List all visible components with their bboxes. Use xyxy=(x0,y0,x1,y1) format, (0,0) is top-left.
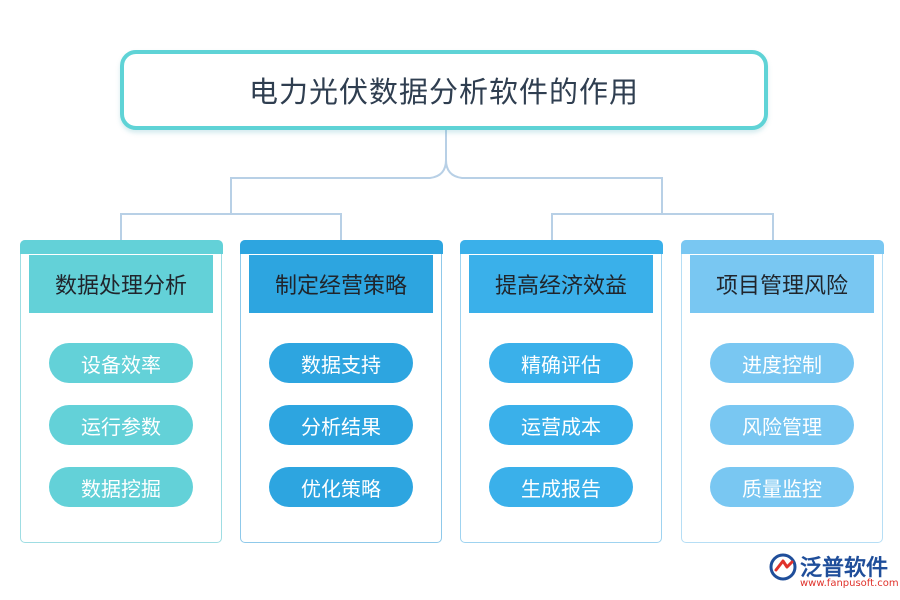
brand-logo-icon xyxy=(769,553,797,581)
column-business-strategy: 制定经营策略 数据支持 分析结果 优化策略 xyxy=(239,239,443,543)
item-pill: 运行参数 xyxy=(49,405,193,445)
column-accent-bar xyxy=(19,239,223,254)
column-data-processing: 数据处理分析 设备效率 运行参数 数据挖掘 xyxy=(19,239,223,543)
diagram-title: 电力光伏数据分析软件的作用 xyxy=(248,75,639,109)
column-accent-bar xyxy=(680,239,884,254)
item-pill: 精确评估 xyxy=(489,343,633,383)
item-pill: 数据支持 xyxy=(269,343,413,383)
brand-name: 泛普软件 xyxy=(800,556,889,581)
item-pill: 生成报告 xyxy=(489,467,633,507)
item-pill: 质量监控 xyxy=(710,467,854,507)
column-economic-benefit: 提高经济效益 精确评估 运营成本 生成报告 xyxy=(459,239,663,543)
title-box: 电力光伏数据分析软件的作用 xyxy=(120,50,768,130)
brand-url: www.fanpusoft.com xyxy=(800,578,899,589)
column-header: 制定经营策略 xyxy=(249,255,433,313)
item-pill: 数据挖掘 xyxy=(49,467,193,507)
column-accent-bar xyxy=(459,239,663,254)
column-header: 提高经济效益 xyxy=(469,255,653,313)
item-pill: 运营成本 xyxy=(489,405,633,445)
column-accent-bar xyxy=(239,239,443,254)
column-header: 数据处理分析 xyxy=(29,255,213,313)
item-pill: 进度控制 xyxy=(710,343,854,383)
item-pill: 设备效率 xyxy=(49,343,193,383)
item-pill: 优化策略 xyxy=(269,467,413,507)
column-header: 项目管理风险 xyxy=(690,255,874,313)
column-project-risk: 项目管理风险 进度控制 风险管理 质量监控 xyxy=(680,239,884,543)
brand-logo: 泛普软件 www.fanpusoft.com xyxy=(768,548,899,596)
item-pill: 分析结果 xyxy=(269,405,413,445)
item-pill: 风险管理 xyxy=(710,405,854,445)
